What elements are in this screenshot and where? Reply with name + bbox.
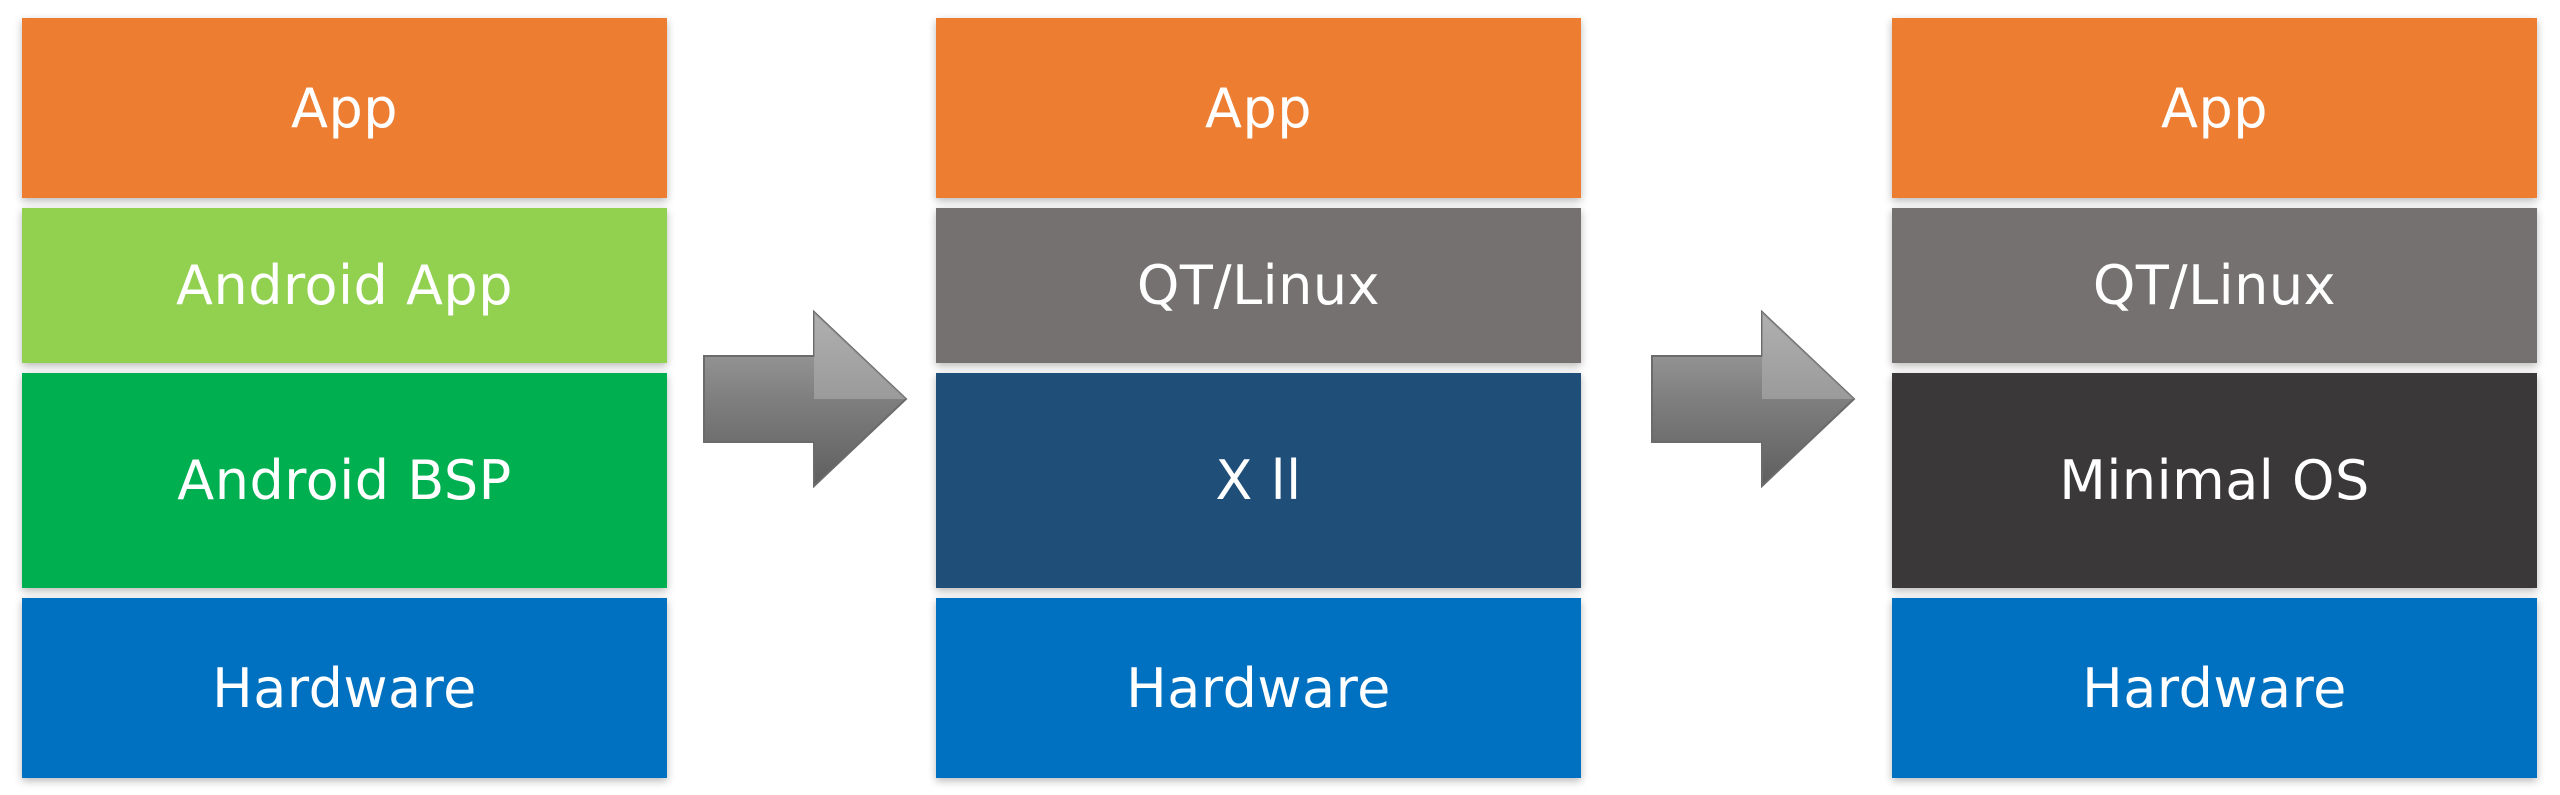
layer-hardware: Hardware <box>22 598 667 778</box>
layer-android-bsp: Android BSP <box>22 373 667 588</box>
layer-app: App <box>1892 18 2537 198</box>
layer-app: App <box>22 18 667 198</box>
layer-hardware: Hardware <box>1892 598 2537 778</box>
arrow-shape <box>703 309 908 489</box>
layer-x11: X ll <box>936 373 1581 588</box>
layer-app: App <box>936 18 1581 198</box>
layer-qt-linux: QT/Linux <box>1892 208 2537 363</box>
right-arrow-icon <box>1651 309 1856 489</box>
right-arrow-icon <box>703 309 908 489</box>
arrow-shape <box>1651 309 1856 489</box>
layer-minimal-os: Minimal OS <box>1892 373 2537 588</box>
layer-android-app: Android App <box>22 208 667 363</box>
layer-hardware: Hardware <box>936 598 1581 778</box>
layer-qt-linux: QT/Linux <box>936 208 1581 363</box>
